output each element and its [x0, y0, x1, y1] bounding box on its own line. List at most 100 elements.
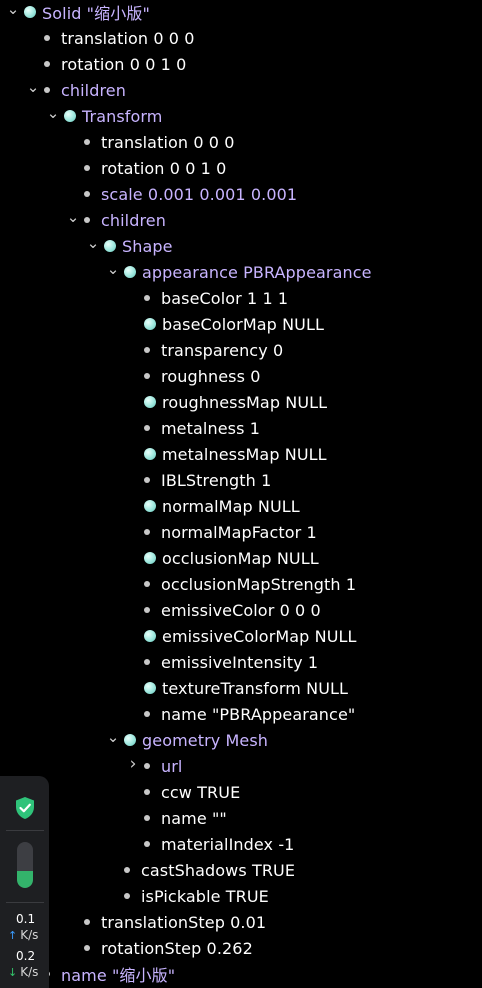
- field-dot-icon: [144, 815, 150, 821]
- node-ball-icon: [104, 240, 116, 252]
- tree-label: children: [101, 210, 166, 230]
- field-dot-icon: [144, 425, 150, 431]
- tree-row[interactable]: baseColor 1 1 1: [0, 285, 482, 311]
- tree-row[interactable]: ccw TRUE: [0, 779, 482, 805]
- tree-row[interactable]: IBLStrength 1: [0, 467, 482, 493]
- tree-row[interactable]: translation 0 0 0: [0, 25, 482, 51]
- tree-row[interactable]: ⌄ geometry Mesh: [0, 727, 482, 753]
- field-dot-icon: [144, 581, 150, 587]
- tree-row[interactable]: › url: [0, 753, 482, 779]
- chevron-right-icon[interactable]: ›: [129, 754, 137, 774]
- tree-label: url: [161, 756, 183, 776]
- tree-row[interactable]: roughness 0: [0, 363, 482, 389]
- tree-label: appearance PBRAppearance: [142, 262, 372, 282]
- node-ball-icon: [144, 552, 156, 564]
- tree-label: castShadows TRUE: [141, 860, 296, 880]
- tree-label: emissiveColor 0 0 0: [161, 600, 321, 620]
- field-dot-icon: [124, 867, 130, 873]
- tree-label: Solid "缩小版": [42, 4, 150, 23]
- tree-label: name "": [161, 808, 227, 828]
- arrow-down-icon: ↓: [8, 965, 18, 979]
- download-speed-unit: K/s: [20, 965, 39, 979]
- tree-label: isPickable TRUE: [141, 886, 269, 906]
- tree-label: ccw TRUE: [161, 782, 241, 802]
- tree-row[interactable]: rotation 0 0 1 0: [0, 155, 482, 181]
- tree-row[interactable]: baseColorMap NULL: [0, 311, 482, 337]
- field-dot-icon: [144, 607, 150, 613]
- tree-row[interactable]: metalness 1: [0, 415, 482, 441]
- tree-label: translation 0 0 0: [61, 28, 195, 48]
- tree-label: scale 0.001 0.001 0.001: [101, 184, 298, 204]
- tree-label: transparency 0: [161, 340, 284, 360]
- tree-label: name "PBRAppearance": [161, 704, 356, 724]
- tree-label: metalnessMap NULL: [162, 444, 327, 464]
- widget-divider: [6, 902, 44, 903]
- tree-label: normalMap NULL: [162, 496, 300, 516]
- node-ball-icon: [144, 396, 156, 408]
- upload-speed-unit-row: ↑ K/s: [8, 928, 38, 942]
- tree-row[interactable]: scale 0.001 0.001 0.001: [0, 181, 482, 207]
- field-dot-icon: [144, 789, 150, 795]
- node-ball-icon: [24, 6, 36, 18]
- chevron-down-icon[interactable]: ⌄: [26, 77, 40, 96]
- tree-row[interactable]: name "": [0, 805, 482, 831]
- node-ball-icon: [124, 734, 136, 746]
- tree-label: children: [61, 80, 126, 100]
- node-ball-icon: [144, 318, 156, 330]
- chevron-down-icon[interactable]: ⌄: [66, 207, 80, 226]
- chevron-down-icon[interactable]: ⌄: [6, 0, 20, 18]
- tree-row[interactable]: occlusionMapStrength 1: [0, 571, 482, 597]
- tree-label: roughnessMap NULL: [162, 392, 328, 412]
- upload-speed-unit: K/s: [20, 928, 39, 942]
- node-ball-icon: [124, 266, 136, 278]
- field-dot-icon: [144, 373, 150, 379]
- tree-row[interactable]: ⌄ Transform: [0, 103, 482, 129]
- tree-row[interactable]: emissiveIntensity 1: [0, 649, 482, 675]
- tree-label: occlusionMapStrength 1: [161, 574, 357, 594]
- chevron-down-icon[interactable]: ⌄: [106, 727, 120, 746]
- network-monitor-widget[interactable]: 0.1 ↑ K/s 0.2 ↓ K/s: [0, 776, 49, 988]
- field-dot-icon: [84, 165, 90, 171]
- tree-row[interactable]: translationStep 0.01: [0, 909, 482, 935]
- tree-label: geometry Mesh: [142, 730, 269, 750]
- tree-row[interactable]: occlusionMap NULL: [0, 545, 482, 571]
- tree-row[interactable]: emissiveColorMap NULL: [0, 623, 482, 649]
- tree-row[interactable]: transparency 0: [0, 337, 482, 363]
- tree-row[interactable]: metalnessMap NULL: [0, 441, 482, 467]
- tree-row[interactable]: ⌄ Solid "缩小版": [0, 0, 482, 25]
- tree-row[interactable]: normalMapFactor 1: [0, 519, 482, 545]
- chevron-down-icon[interactable]: ⌄: [46, 103, 60, 122]
- tree-row[interactable]: materialIndex -1: [0, 831, 482, 857]
- field-dot-icon: [144, 477, 150, 483]
- tree-label: roughness 0: [161, 366, 261, 386]
- chevron-down-icon[interactable]: ⌄: [86, 233, 100, 252]
- memory-gauge-fill: [17, 870, 33, 888]
- tree-label: textureTransform NULL: [162, 678, 349, 698]
- tree-row[interactable]: name "PBRAppearance": [0, 701, 482, 727]
- tree-row[interactable]: roughnessMap NULL: [0, 389, 482, 415]
- chevron-down-icon[interactable]: ⌄: [106, 259, 120, 278]
- tree-label: rotationStep 0.262: [101, 938, 253, 958]
- field-dot-icon: [144, 529, 150, 535]
- tree-row[interactable]: rotationStep 0.262: [0, 935, 482, 961]
- upload-speed-value: 0.1: [16, 912, 36, 926]
- node-ball-icon: [144, 630, 156, 642]
- tree-row[interactable]: ⌄ appearance PBRAppearance: [0, 259, 482, 285]
- tree-row[interactable]: translation 0 0 0: [0, 129, 482, 155]
- field-dot-icon: [144, 711, 150, 717]
- tree-row[interactable]: name "缩小版": [0, 961, 482, 987]
- field-dot-icon: [44, 87, 50, 93]
- tree-label: metalness 1: [161, 418, 260, 438]
- tree-row[interactable]: rotation 0 0 1 0: [0, 51, 482, 77]
- tree-row[interactable]: ⌄Shape: [0, 233, 482, 259]
- tree-row[interactable]: ⌄ children: [0, 207, 482, 233]
- field-dot-icon: [124, 893, 130, 899]
- tree-row[interactable]: ⌄ children: [0, 77, 482, 103]
- tree-row[interactable]: textureTransform NULL: [0, 675, 482, 701]
- tree-row[interactable]: emissiveColor 0 0 0: [0, 597, 482, 623]
- tree-label: Transform: [82, 106, 163, 126]
- tree-row[interactable]: isPickable TRUE: [0, 883, 482, 909]
- tree-label: baseColorMap NULL: [162, 314, 324, 334]
- tree-row[interactable]: normalMap NULL: [0, 493, 482, 519]
- tree-row[interactable]: castShadows TRUE: [0, 857, 482, 883]
